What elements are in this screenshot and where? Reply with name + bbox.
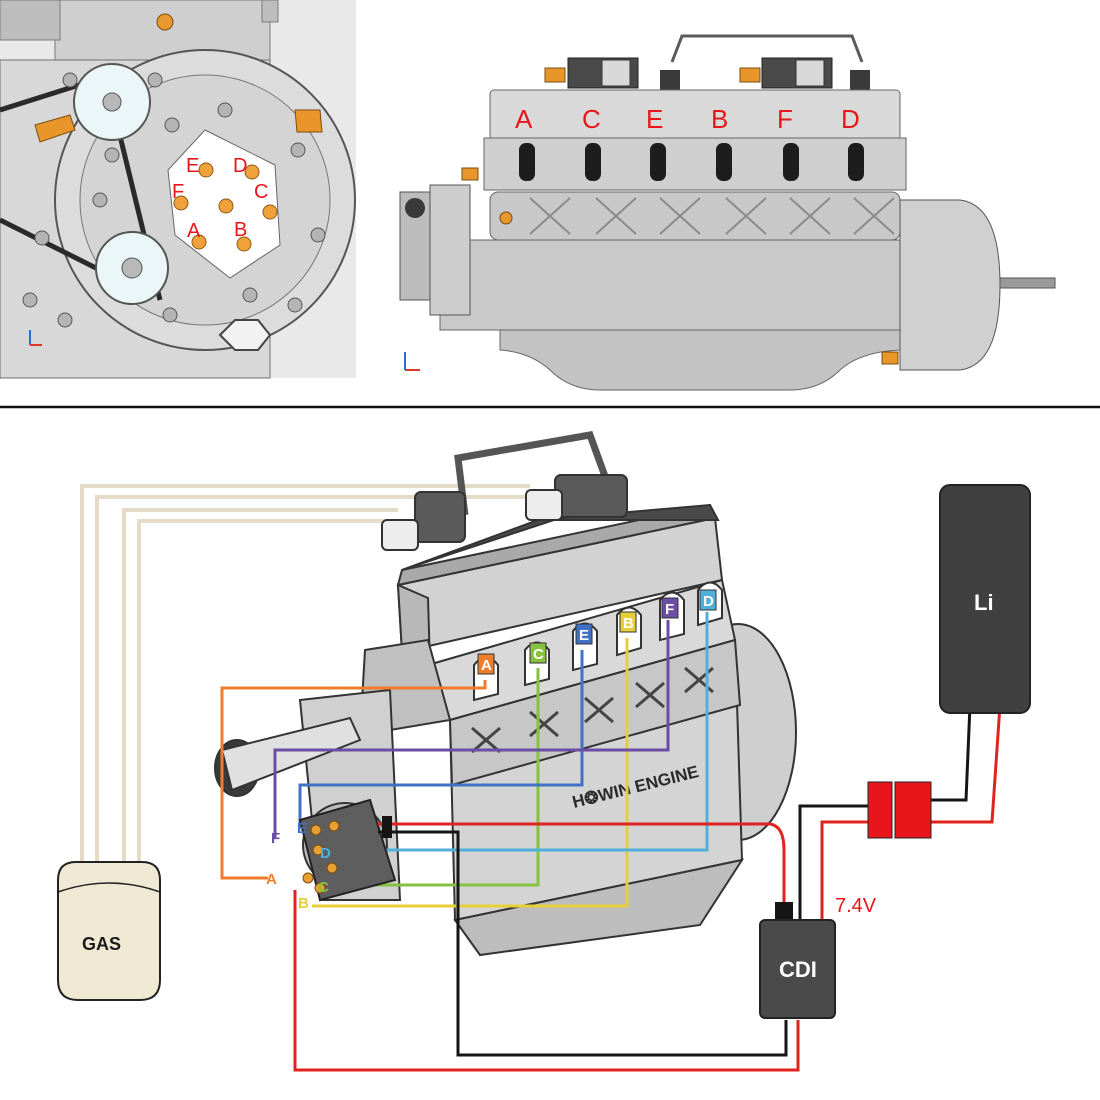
cylinder-label: E [646,104,663,134]
power-wires [293,704,1002,1072]
plate-label: B [234,219,247,241]
distributor-tag: D [320,845,331,862]
distributor-cap [298,798,397,902]
cylinder-label: A [515,104,533,134]
distributor-tag: F [271,830,280,847]
battery-pack: Li [939,484,1031,714]
plate-label: F [172,181,184,203]
cylinder-tag: F [665,601,674,618]
cylinder-tag: A [481,657,492,674]
battery-label: Li [974,590,994,615]
axis-triad-icon [404,352,420,371]
cdi-unit: CDI [759,902,836,1019]
top-right-side-view: A C E B F D [399,34,1056,391]
distributor-tag: E [297,820,307,837]
plate-label: C [254,181,268,203]
power-connector [867,781,932,839]
plate-label: D [233,155,247,177]
ignition-wires [220,612,709,908]
cdi-label: CDI [779,957,817,982]
plate-label: E [186,155,199,177]
cylinder-label: D [841,104,860,134]
cylinder-tag: D [703,593,714,610]
top-left-timing-view: E D F C A B [0,0,356,379]
axis-triad-icon [29,330,42,346]
gas-tank: GAS [57,861,161,1001]
cylinder-tag: E [579,627,589,644]
distributor-tag: C [318,879,329,896]
cylinder-tag: B [623,615,634,632]
cylinder-label: B [711,104,728,134]
distributor-tags: F E D A C B [266,820,331,912]
gas-lines [80,484,530,884]
distributor-tag: A [266,871,277,888]
cylinder-tags: A C E B F D [477,589,717,675]
cylinder-tag: C [533,646,544,663]
cylinder-label: C [582,104,601,134]
gas-label: GAS [82,934,121,954]
cylinder-label: F [777,104,793,134]
voltage-label: 7.4V [835,895,877,917]
distributor-tag: B [298,895,309,912]
plate-label: A [187,220,201,242]
